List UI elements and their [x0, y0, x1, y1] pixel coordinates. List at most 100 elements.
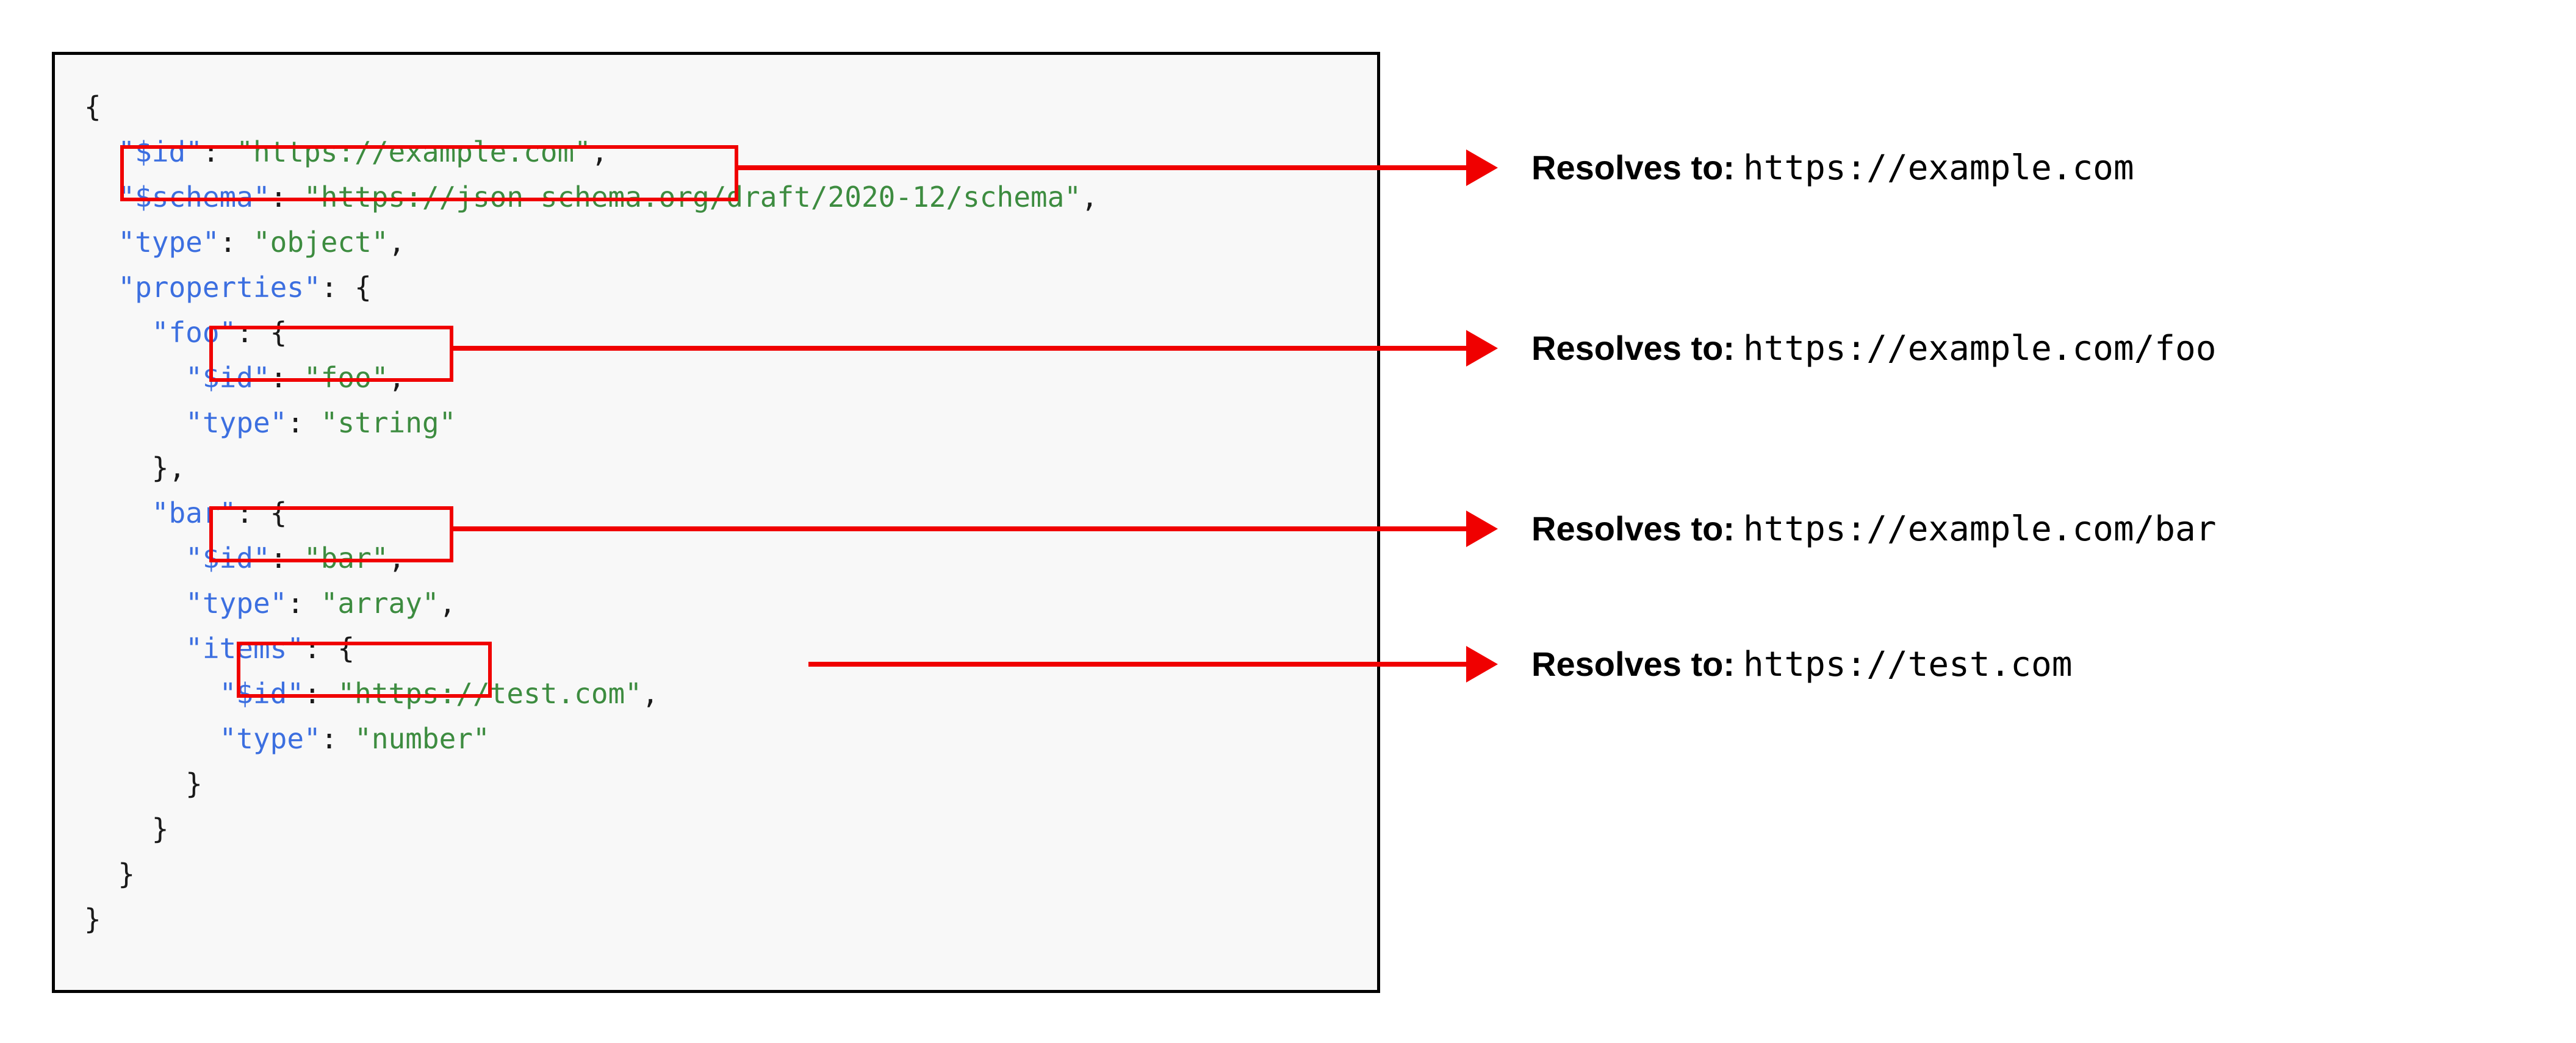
code-line: } — [84, 806, 1098, 851]
code-line: "$id": "https://example.com", — [84, 129, 1098, 174]
resolution-root: Resolves to:https://example.com — [1531, 151, 2134, 185]
json-punctuation: }, — [151, 451, 186, 484]
code-line: { — [84, 84, 1098, 129]
json-key: "$id" — [185, 361, 270, 394]
json-punctuation: } — [118, 858, 135, 891]
resolved-uri-value: https://test.com — [1743, 645, 2073, 684]
code-indent — [84, 587, 185, 620]
json-punctuation: , — [439, 587, 456, 620]
json-punctuation: } — [185, 767, 203, 800]
code-indent — [84, 135, 118, 168]
resolution-foo: Resolves to:https://example.com/foo — [1531, 331, 2216, 366]
code-line: "type": "string" — [84, 400, 1098, 445]
json-key: "bar" — [151, 496, 237, 529]
code-indent — [84, 271, 118, 304]
json-schema-code-panel: { "$id": "https://example.com", "$schema… — [52, 52, 1380, 993]
code-indent — [84, 812, 152, 845]
json-string: "https://test.com" — [337, 677, 642, 710]
code-line: "type": "object", — [84, 220, 1098, 265]
code-indent — [84, 858, 118, 891]
json-punctuation: : — [270, 542, 304, 575]
json-key: "properties" — [118, 271, 321, 304]
json-punctuation: } — [84, 903, 101, 936]
resolves-to-label: Resolves to: — [1531, 148, 1735, 187]
code-indent — [84, 496, 152, 529]
arrow-to-root-resolution-head-icon — [1466, 149, 1498, 186]
json-punctuation: : { — [304, 632, 355, 665]
code-indent — [84, 361, 185, 394]
resolved-uri-value: https://example.com/foo — [1743, 329, 2217, 368]
json-punctuation: : — [304, 677, 338, 710]
json-punctuation: , — [388, 226, 406, 259]
code-line: "type": "array", — [84, 581, 1098, 626]
code-indent — [84, 767, 185, 800]
code-line: "properties": { — [84, 265, 1098, 310]
json-key: "$id" — [118, 135, 203, 168]
json-key: "$id" — [219, 677, 304, 710]
arrow-to-items-resolution-head-icon — [1466, 646, 1498, 683]
resolves-to-label: Resolves to: — [1531, 509, 1735, 548]
json-punctuation: : — [287, 587, 321, 620]
json-key: "type" — [219, 722, 321, 755]
json-punctuation: : — [320, 722, 355, 755]
code-line: "foo": { — [84, 310, 1098, 355]
json-string: "string" — [320, 406, 456, 439]
json-punctuation: : — [219, 226, 253, 259]
json-key: "items" — [185, 632, 304, 665]
json-punctuation: : { — [320, 271, 372, 304]
code-line: } — [84, 761, 1098, 806]
json-punctuation: : — [287, 406, 321, 439]
code-line: "$id": "https://test.com", — [84, 671, 1098, 716]
json-punctuation: : — [202, 135, 237, 168]
code-indent — [84, 316, 152, 349]
code-line: } — [84, 851, 1098, 897]
json-punctuation: : — [270, 181, 304, 213]
arrow-to-foo-resolution — [452, 346, 1466, 351]
arrow-to-bar-resolution — [452, 526, 1466, 531]
json-string: "https://json-schema.org/draft/2020-12/s… — [304, 181, 1081, 213]
json-string: "object" — [253, 226, 389, 259]
code-indent — [84, 181, 118, 213]
code-line: "$id": "bar", — [84, 536, 1098, 581]
arrow-to-items-resolution — [808, 662, 1466, 667]
json-punctuation: : — [270, 361, 304, 394]
json-punctuation: , — [388, 361, 406, 394]
json-key: "foo" — [151, 316, 237, 349]
code-line: } — [84, 897, 1098, 942]
json-punctuation: , — [1081, 181, 1098, 213]
code-indent — [84, 542, 185, 575]
code-line: "items": { — [84, 626, 1098, 671]
json-string: "bar" — [304, 542, 389, 575]
json-punctuation: { — [84, 90, 101, 123]
resolved-uri-value: https://example.com — [1743, 148, 2134, 188]
code-indent — [84, 677, 220, 710]
code-line: "type": "number" — [84, 716, 1098, 761]
json-punctuation: , — [388, 542, 406, 575]
json-punctuation: , — [591, 135, 608, 168]
resolves-to-label: Resolves to: — [1531, 645, 1735, 683]
json-punctuation: } — [151, 812, 169, 845]
arrow-to-foo-resolution-head-icon — [1466, 330, 1498, 367]
code-indent — [84, 722, 220, 755]
code-line: "$id": "foo", — [84, 355, 1098, 400]
code-indent — [84, 406, 185, 439]
json-key: "type" — [185, 587, 287, 620]
resolves-to-label: Resolves to: — [1531, 329, 1735, 367]
resolved-uri-value: https://example.com/bar — [1743, 509, 2217, 549]
arrow-to-bar-resolution-head-icon — [1466, 511, 1498, 547]
arrow-to-root-resolution — [735, 165, 1466, 170]
json-string: "foo" — [304, 361, 389, 394]
json-key: "$schema" — [118, 181, 270, 213]
json-string: "https://example.com" — [236, 135, 591, 168]
json-key: "type" — [118, 226, 220, 259]
json-string: "array" — [320, 587, 439, 620]
resolution-bar: Resolves to:https://example.com/bar — [1531, 512, 2216, 547]
code-line: }, — [84, 445, 1098, 490]
code-indent — [84, 226, 118, 259]
code-line: "bar": { — [84, 490, 1098, 536]
json-punctuation: : { — [236, 316, 287, 349]
json-code-block: { "$id": "https://example.com", "$schema… — [84, 84, 1098, 942]
code-indent — [84, 632, 185, 665]
json-punctuation: , — [641, 677, 659, 710]
code-line: "$schema": "https://json-schema.org/draf… — [84, 174, 1098, 220]
